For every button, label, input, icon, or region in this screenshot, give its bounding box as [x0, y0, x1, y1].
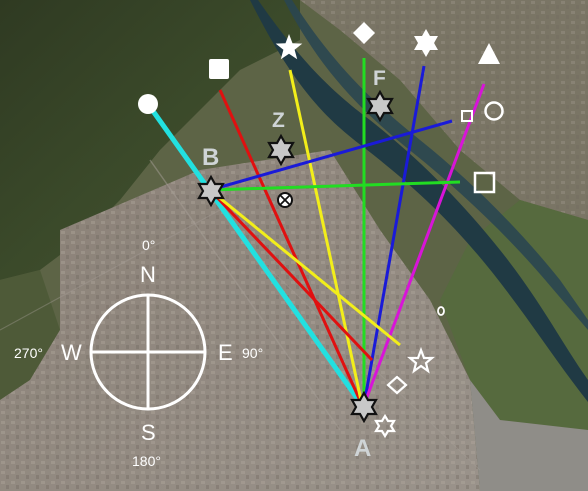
- label-z: Z: [272, 109, 285, 132]
- point-labels: B A Z F: [202, 67, 386, 462]
- triangle-marker: [478, 43, 500, 64]
- compass-rose: N S E W 0° 180° 90° 270°: [14, 237, 263, 469]
- circle-marker: [138, 94, 158, 114]
- point-b-marker: [197, 174, 225, 208]
- line-green-b: [209, 180, 461, 192]
- square-outline-marker: [473, 171, 496, 194]
- star-outline-marker: [406, 346, 436, 374]
- hexagram-outline-marker: [374, 413, 396, 439]
- crossed-circle-marker: [277, 192, 293, 208]
- compass-east-label: E: [218, 340, 233, 365]
- sight-lines: [145, 58, 486, 408]
- point-z-marker: [267, 133, 295, 167]
- star-marker-top: [275, 34, 303, 60]
- line-blue-b: [209, 119, 453, 192]
- compass-deg-south: 180°: [132, 453, 161, 469]
- circle-outline-marker: [484, 101, 504, 121]
- observation-points: [197, 89, 394, 424]
- line-red-b: [208, 188, 374, 362]
- label-a: A: [354, 435, 371, 462]
- line-yellow-b: [209, 188, 401, 347]
- point-a-marker: [350, 390, 378, 424]
- line-red-a: [218, 89, 364, 406]
- label-b: B: [202, 144, 219, 171]
- hexagram-marker: [414, 29, 438, 57]
- compass-deg-west: 270°: [14, 345, 43, 361]
- compass-deg-east: 90°: [242, 345, 263, 361]
- compass-south-label: S: [141, 420, 156, 445]
- compass-deg-north: 0°: [142, 237, 155, 253]
- line-yellow-a: [288, 69, 364, 406]
- line-magenta-a: [362, 83, 486, 406]
- label-f: F: [373, 67, 386, 90]
- square-marker: [209, 59, 229, 79]
- small-ring-marker: [437, 306, 445, 316]
- compass-west-label: W: [61, 340, 82, 365]
- point-f-marker: [366, 89, 394, 123]
- line-blue-a: [362, 65, 426, 406]
- compass-north-label: N: [140, 262, 156, 287]
- line-cyan: [145, 101, 365, 408]
- diamond-marker: [353, 22, 375, 44]
- diamond-outline-marker: [386, 375, 408, 395]
- target-markers: [138, 22, 504, 439]
- small-square-outline-marker: [461, 110, 473, 122]
